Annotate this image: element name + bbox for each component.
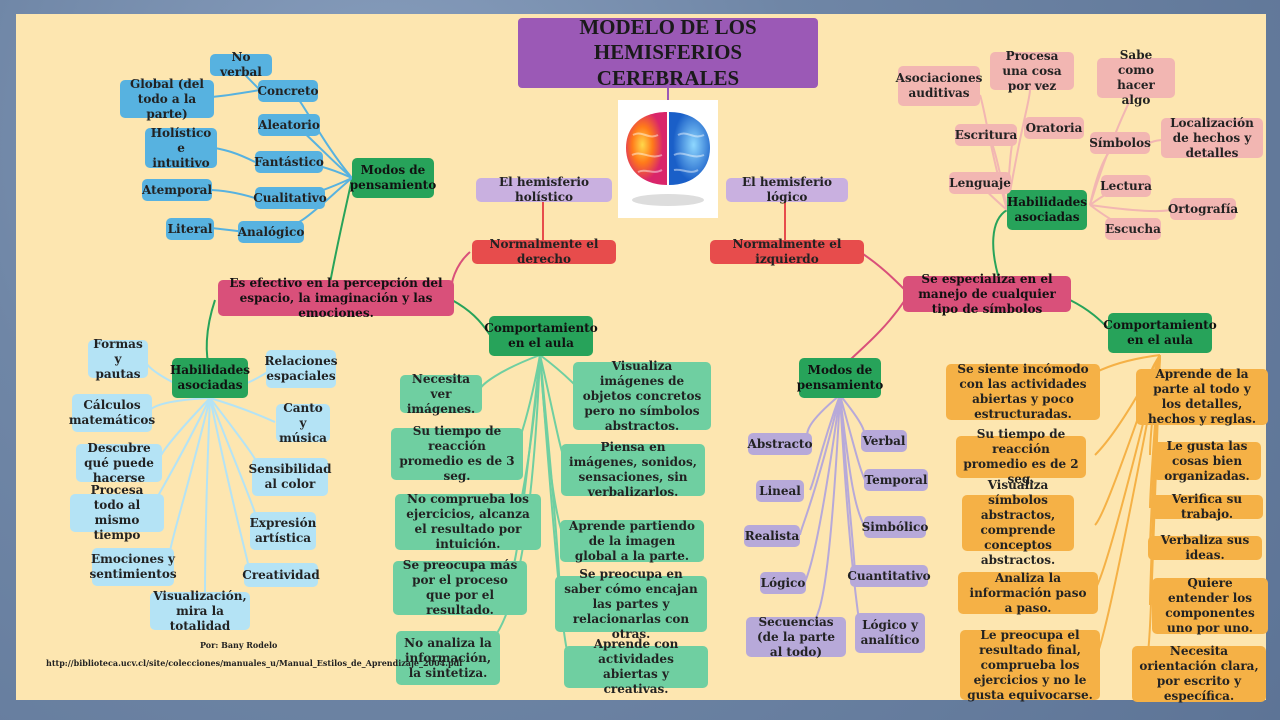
right-classroom-item: Se siente incómodo con las actividades a… [946,362,1100,421]
left-mode-item: Analógico [238,221,304,243]
right-skill-item: Ortografía [1168,198,1238,220]
left-mode-item: Fantástico [254,151,324,173]
left-skill-item: Relaciones espaciales [265,350,337,388]
right-mode-item: Temporal [864,469,928,491]
author-credit: Por: Bany Rodelo [200,640,278,650]
right-classroom-item: Le preocupa el resultado final, comprueb… [960,628,1100,702]
right-classroom-item: Analiza la información paso a paso. [958,571,1098,615]
left-mode-item: Literal [166,218,214,240]
left-skill-item: Canto y música [276,401,330,445]
right-classroom-item: Verbaliza sus ideas. [1148,533,1262,562]
left-mode-item: Concreto [257,80,319,102]
right-skill-item: Sabe como hacer algo [1097,48,1175,107]
page-title: MODELO DE LOS HEMISFERIOS CEREBRALES [518,15,818,90]
left-mode-item: Cualitativo [253,187,327,209]
left-classroom-item: Aprende partiendo de la imagen global a … [560,519,704,563]
left-mode-item: Holístico e intuitivo [145,126,217,170]
left-effective-node: Es efectivo en la percepción del espacio… [218,276,454,320]
left-modes-node: Modos de pensamiento [350,158,436,198]
left-skill-item: Sensibilidad al color [249,458,331,496]
left-mode-item: Aleatorio [258,114,320,136]
right-skill-item: Lectura [1100,175,1152,197]
left-skill-item: Formas y pautas [88,337,148,381]
right-skill-item: Localización de hechos y detalles [1161,116,1263,160]
right-hemisphere-label: El hemisferio lógico [726,175,848,204]
left-skill-item: Expresión artística [250,512,316,550]
left-classroom-item: Su tiempo de reacción promedio es de 3 s… [391,424,523,483]
right-modes-node: Modos de pensamiento [797,358,883,398]
left-skill-item: Visualización, mira la totalidad [150,589,250,633]
left-side-label: Normalmente el derecho [472,237,616,266]
right-skills-node: Habilidades asociadas [1007,190,1087,230]
right-skill-item: Lenguaje [949,172,1011,194]
right-classroom-item: Visualiza símbolos abstractos, comprende… [962,478,1074,567]
left-classroom-item: Necesita ver imágenes. [400,372,482,416]
left-skill-item: Procesa todo al mismo tiempo [70,483,164,542]
right-skill-item: Símbolos [1089,132,1151,154]
left-skill-item: Emociones y sentimientos [89,548,177,586]
right-classroom-item: Le gusta las cosas bien organizadas. [1153,439,1261,483]
right-mode-item: Verbal [861,430,907,452]
right-mode-item: Abstracto [748,433,812,455]
left-classroom-item: Piensa en imágenes, sonidos, sensaciones… [561,440,705,499]
left-classroom-item: Visualiza imágenes de objetos concretos … [573,359,711,433]
right-special-node: Se especializa en el manejo de cualquier… [903,272,1071,316]
right-mode-item: Lógico [760,572,806,594]
right-mode-item: Lineal [756,480,804,502]
right-classroom-item: Su tiempo de reacción promedio es de 2 s… [956,427,1086,486]
left-hemisphere-label: El hemisferio holístico [476,175,612,204]
right-classroom-node: Comportamiento en el aula [1103,313,1217,353]
right-skill-item: Asociaciones auditivas [896,66,982,106]
right-classroom-item: Quiere entender los componentes uno por … [1152,576,1268,635]
left-skills-node: Habilidades asociadas [170,358,250,398]
right-mode-item: Simbólico [862,516,928,538]
left-classroom-item: Aprende con actividades abiertas y creat… [564,637,708,696]
right-classroom-item: Aprende de la parte al todo y los detall… [1136,367,1268,426]
right-classroom-item: Necesita orientación clara, por escrito … [1132,644,1266,703]
right-mode-item: Secuencias (de la parte al todo) [746,615,846,659]
right-classroom-item: Verifica su trabajo. [1151,492,1263,521]
left-mode-item: Global (del todo a la parte) [120,77,214,121]
left-classroom-item: Se preocupa más por el proceso que por e… [393,558,527,617]
left-skill-item: Cálculos matemáticos [69,394,155,432]
right-mode-item: Lógico y analítico [855,613,925,653]
right-mode-item: Cuantitativo [847,565,931,587]
left-classroom-item: Se preocupa en saber cómo encajan las pa… [555,567,707,641]
right-skill-item: Oratoria [1024,117,1084,139]
source-url: http://biblioteca.ucv.cl/site/coleccione… [46,658,463,668]
left-skill-item: Descubre qué puede hacerse [76,441,162,485]
brain-icon [618,100,718,218]
right-skill-item: Procesa una cosa por vez [990,49,1074,93]
left-classroom-item: No analiza la información, la sintetiza. [396,631,500,685]
right-skill-item: Escucha [1105,218,1161,240]
right-mode-item: Realista [744,525,800,547]
left-classroom-item: No comprueba los ejercicios, alcanza el … [395,492,541,551]
left-skill-item: Creatividad [242,563,320,587]
left-classroom-node: Comportamiento en el aula [484,316,598,356]
right-skill-item: Escritura [955,124,1017,146]
left-mode-item: No verbal [210,50,272,79]
left-mode-item: Atemporal [142,179,212,201]
right-side-label: Normalmente el izquierdo [710,237,864,266]
